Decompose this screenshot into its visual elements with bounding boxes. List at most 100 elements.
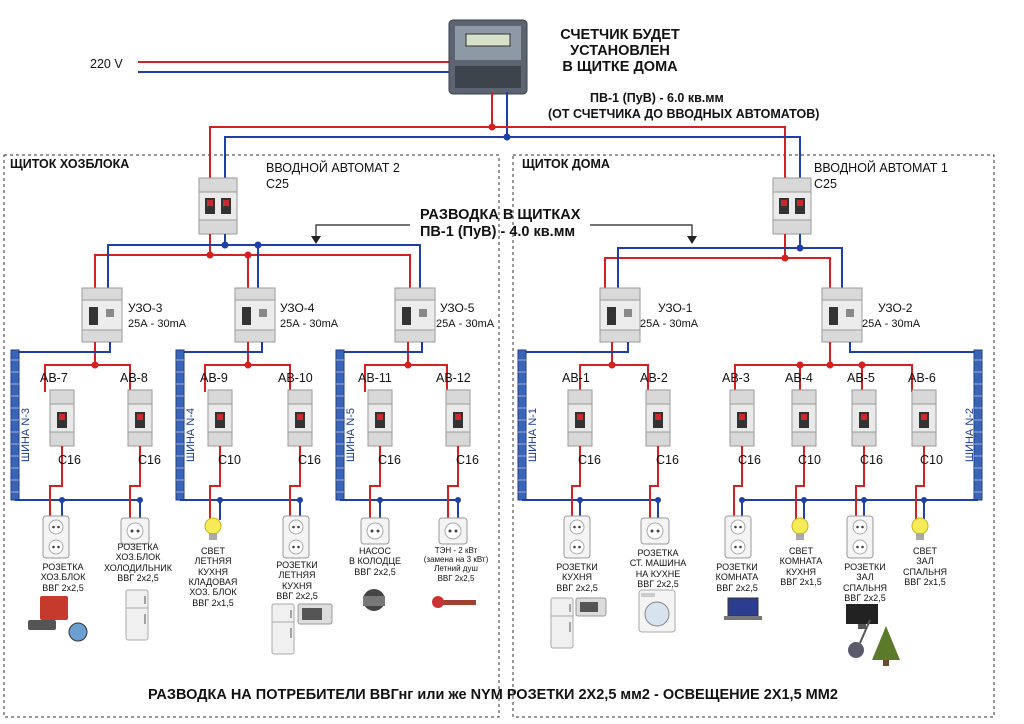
mcb-3-label: АВ-3 [722,371,750,385]
mcb-9-icon [207,389,233,447]
rcd-5-label: УЗО-5 [440,301,475,315]
mcb-2-label: АВ-2 [640,371,668,385]
mcb-4-label: АВ-4 [785,371,813,385]
socket-icon [846,515,874,559]
mcb-2-rating: С16 [656,453,679,467]
bulb-icon [911,517,929,541]
mcb-12-label: АВ-12 [436,371,471,385]
mcb-2-icon [645,389,671,447]
bulb-icon [204,517,222,541]
load-label: СВЕТ ЗАЛ СПАЛЬНЯ ВВГ 2х1,5 [903,546,947,588]
microwave-icon [297,603,333,625]
panel-house-title: ЩИТОК ДОМА [522,157,610,171]
load-label: РОЗЕТКА ХОЗ.БЛОК ХОЛОДИЛЬНИК ВВГ 2х2,5 [104,542,172,584]
mcb-7-label: АВ-7 [40,371,68,385]
washing-machine-icon [638,589,676,633]
rcd-4-label: УЗО-4 [280,301,315,315]
load-label: РОЗЕТКИ ЛЕТНЯЯ КУХНЯ ВВГ 2х2,5 [276,560,318,602]
mcb-12-icon [445,389,471,447]
panel-outbuilding-title: ЩИТОК ХОЗБЛОКА [10,157,130,171]
load-label: СВЕТ КОМНАТА КУХНЯ ВВГ 2х1,5 [779,546,823,588]
mcb-4-rating: С10 [798,453,821,467]
load-label: СВЕТ ЛЕТНЯЯ КУХНЯ КЛАДОВАЯ ХОЗ. БЛОК ВВГ… [188,546,238,608]
main-breaker-2-icon [198,177,238,235]
load-label: РОЗЕТКА ХОЗ.БЛОК ВВГ 2х2,5 [40,562,86,593]
rcd-2-icon [821,287,863,343]
panel-wiring-label: РАЗВОДКА В ЩИТКАХ [420,207,581,223]
microwave-icon [575,597,607,617]
mcb-6-rating: С10 [920,453,943,467]
mcb-10-label: АВ-10 [278,371,313,385]
load-label: РОЗЕТКА СТ. МАШИНА НА КУХНЕ ВВГ 2х2,5 [629,548,687,590]
mcb-5-icon [851,389,877,447]
load-label: РОЗЕТКИ КУХНЯ ВВГ 2х2,5 [556,562,598,593]
mcb-1-label: АВ-1 [562,371,590,385]
panel-wiring-label-2: ПВ-1 (ПуВ) - 4.0 кв.мм [420,224,576,240]
fridge-icon [550,597,574,649]
tv-icon [846,604,878,629]
vacuum-icon [848,619,871,658]
christmas-tree-icon [872,626,900,666]
mcb-6-icon [911,389,937,447]
main-cable-label: ПВ-1 (ПуВ) - 6.0 кв.мм [590,91,724,105]
mcb-5-label: АВ-5 [847,371,875,385]
mcb-11-label: АВ-11 [358,371,392,385]
bus-n2-label: ШИНА N-2 [964,407,976,462]
main-breaker-2-label: ВВОДНОЙ АВТОМАТ 2 [266,161,400,175]
mcb-1-rating: С16 [578,453,601,467]
socket-icon [42,515,70,559]
main-breaker-2-rating: С25 [266,177,289,191]
mcb-8-rating: С16 [138,453,161,467]
rcd-5-icon [394,287,436,343]
rcd-3-icon [81,287,123,343]
mcb-8-icon [127,389,153,447]
mcb-3-icon [729,389,755,447]
rcd-1-rating: 25А - 30mA [640,318,699,330]
power-tools-icon [28,596,88,642]
bus-n4-icon [175,349,185,501]
main-breaker-1-rating: С25 [814,177,837,191]
mcb-9-rating: С10 [218,453,241,467]
load-label: ТЭН - 2 кВт (замена на 3 кВт) Летний душ… [423,546,489,583]
pump-icon [363,589,385,611]
heater-element-icon [432,596,476,608]
mcb-7-icon [49,389,75,447]
socket-icon [120,517,150,545]
rcd-2-label: УЗО-2 [878,301,913,315]
bus-n3-icon [10,349,20,501]
mcb-5-rating: С16 [860,453,883,467]
meter-note: СЧЕТЧИК БУДЕТ УСТАНОВЛЕН В ЩИТКЕ ДОМА [560,27,680,75]
supply-label: 220 V [90,57,123,71]
fridge-icon [271,603,295,655]
rcd-4-rating: 25А - 30mA [280,318,339,330]
bus-n1-icon [517,349,527,501]
mcb-10-rating: С16 [298,453,321,467]
bus-n4-label: ШИНА N-4 [185,407,197,462]
socket-icon [438,517,468,545]
bulb-icon [791,517,809,541]
rcd-3-rating: 25А - 30mA [128,318,187,330]
socket-icon [360,517,390,545]
rcd-2-rating: 25А - 30mA [862,318,921,330]
bus-n1-label: ШИНА N-1 [527,407,539,462]
bus-n5-icon [335,349,345,501]
electricity-meter-icon [448,19,528,95]
rcd-5-rating: 25А - 30mA [436,318,495,330]
rcd-4-icon [234,287,276,343]
load-label: РОЗЕТКИ КОМНАТА ВВГ 2х2,5 [715,562,759,593]
rcd-1-label: УЗО-1 [658,301,693,315]
mcb-8-label: АВ-8 [120,371,148,385]
fridge-icon [125,589,149,641]
socket-icon [640,517,670,545]
footer-note: РАЗВОДКА НА ПОТРЕБИТЕЛИ ВВГнг или же NYM… [148,687,838,703]
mcb-10-icon [287,389,313,447]
load-label: РОЗЕТКИ ЗАЛ СПАЛЬНЯ ВВГ 2х2,5 [843,562,887,604]
mcb-12-rating: С16 [456,453,479,467]
rcd-3-label: УЗО-3 [128,301,163,315]
mcb-7-rating: С16 [58,453,81,467]
bus-n3-label: ШИНА N-3 [20,407,32,462]
mcb-11-rating: С16 [378,453,401,467]
mcb-1-icon [567,389,593,447]
